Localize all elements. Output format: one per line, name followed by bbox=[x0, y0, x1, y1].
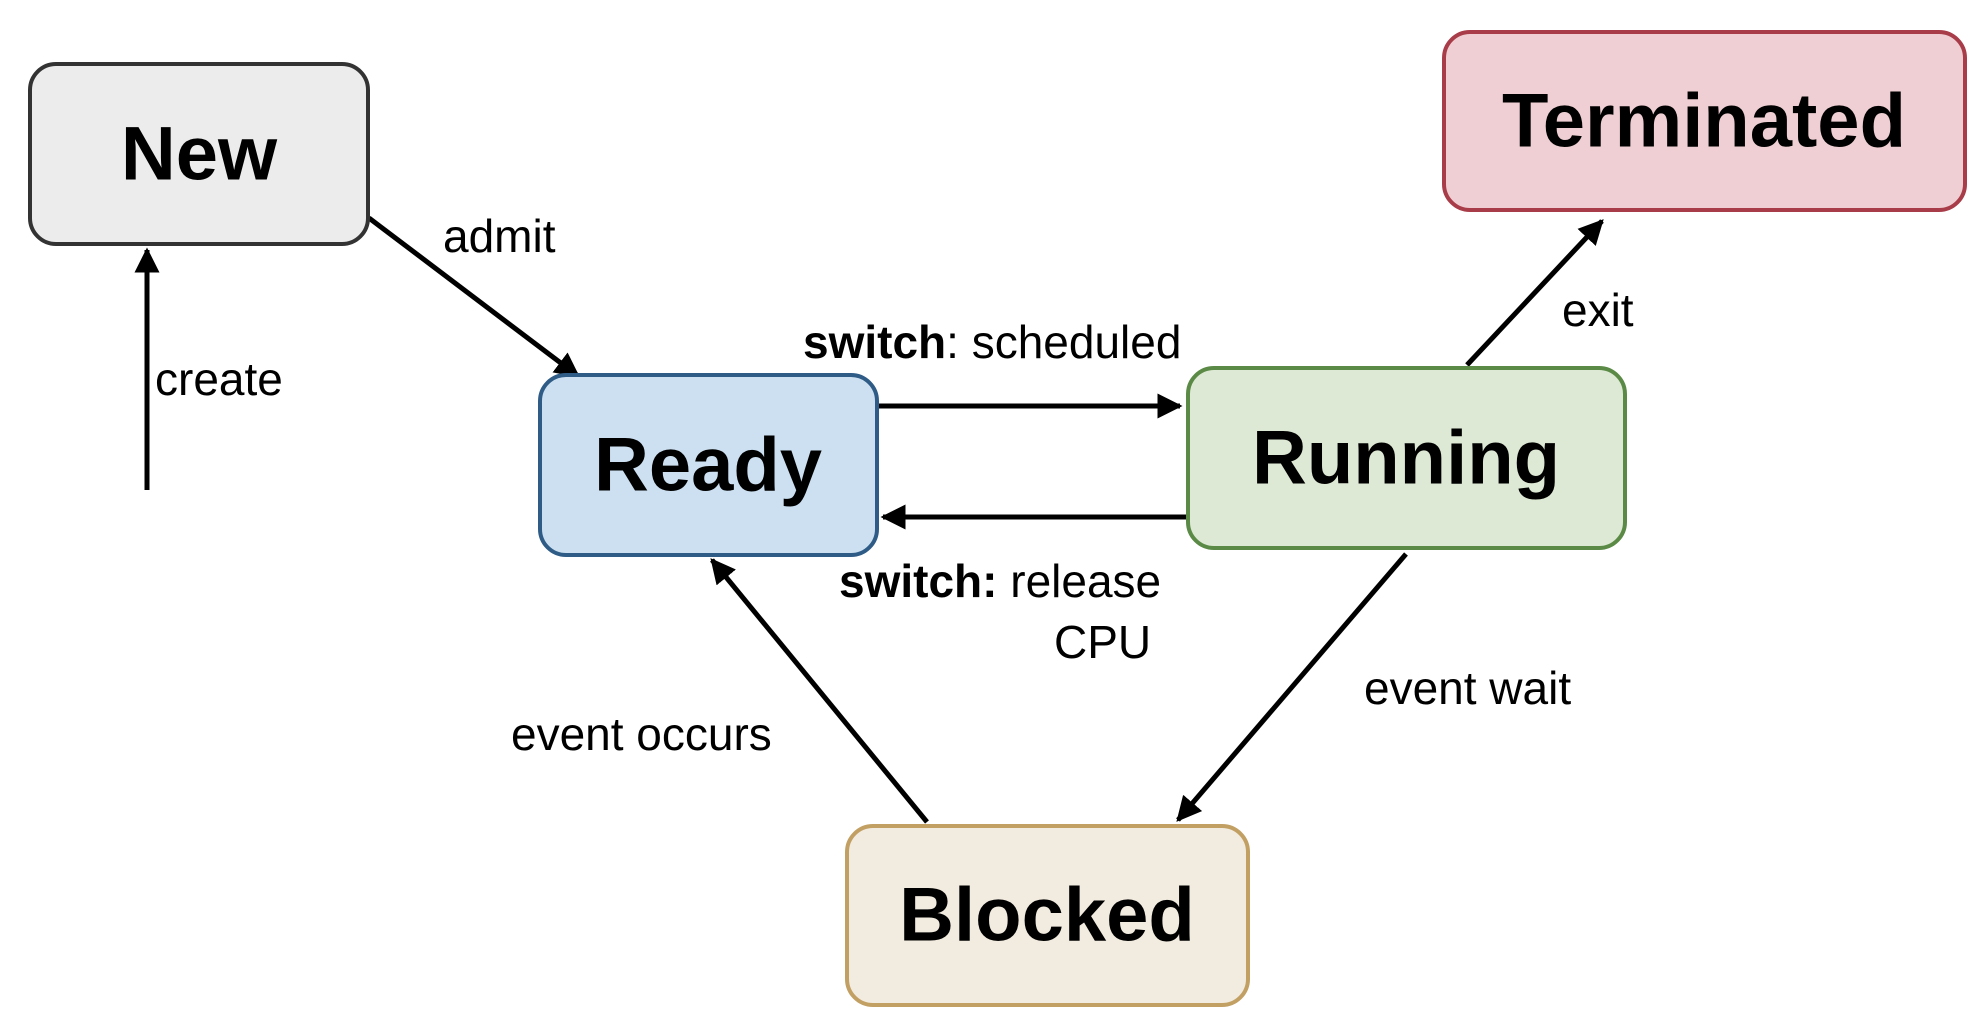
event-wait-arrow bbox=[1176, 552, 1408, 822]
state-terminated-box bbox=[1442, 30, 1967, 212]
release-keyword: switch: bbox=[839, 555, 997, 607]
admit-label: admit bbox=[443, 210, 556, 262]
exit-arrow bbox=[1465, 219, 1604, 367]
event-wait-label: event wait bbox=[1364, 662, 1571, 714]
state-blocked-label: Blocked bbox=[899, 873, 1195, 958]
state-terminated: Terminated bbox=[1442, 30, 1967, 212]
release-label: switch: release bbox=[839, 555, 1161, 607]
release-text: release bbox=[997, 555, 1161, 607]
state-running-label: Running bbox=[1252, 416, 1560, 501]
exit-label: exit bbox=[1562, 284, 1634, 336]
scheduled-label: switch: scheduled bbox=[803, 316, 1181, 368]
state-ready: Ready bbox=[538, 373, 879, 557]
state-ready-label: Ready bbox=[594, 423, 822, 508]
scheduled-text: : scheduled bbox=[946, 316, 1181, 368]
state-new: New bbox=[28, 62, 370, 246]
state-blocked-box bbox=[845, 824, 1250, 1007]
state-new-box bbox=[28, 62, 370, 246]
event-occurs-label: event occurs bbox=[511, 708, 772, 760]
state-blocked: Blocked bbox=[845, 824, 1250, 1007]
admit-arrow bbox=[367, 216, 580, 378]
state-ready-box bbox=[538, 373, 879, 557]
state-new-label: New bbox=[121, 112, 278, 197]
state-running-box bbox=[1186, 366, 1627, 550]
event-occurs-arrow bbox=[710, 558, 929, 824]
release-label-line2: CPU bbox=[1054, 616, 1151, 668]
scheduled-keyword: switch bbox=[803, 316, 946, 368]
create-label: create bbox=[155, 353, 283, 405]
state-running: Running bbox=[1186, 366, 1627, 550]
state-terminated-label: Terminated bbox=[1502, 79, 1906, 164]
